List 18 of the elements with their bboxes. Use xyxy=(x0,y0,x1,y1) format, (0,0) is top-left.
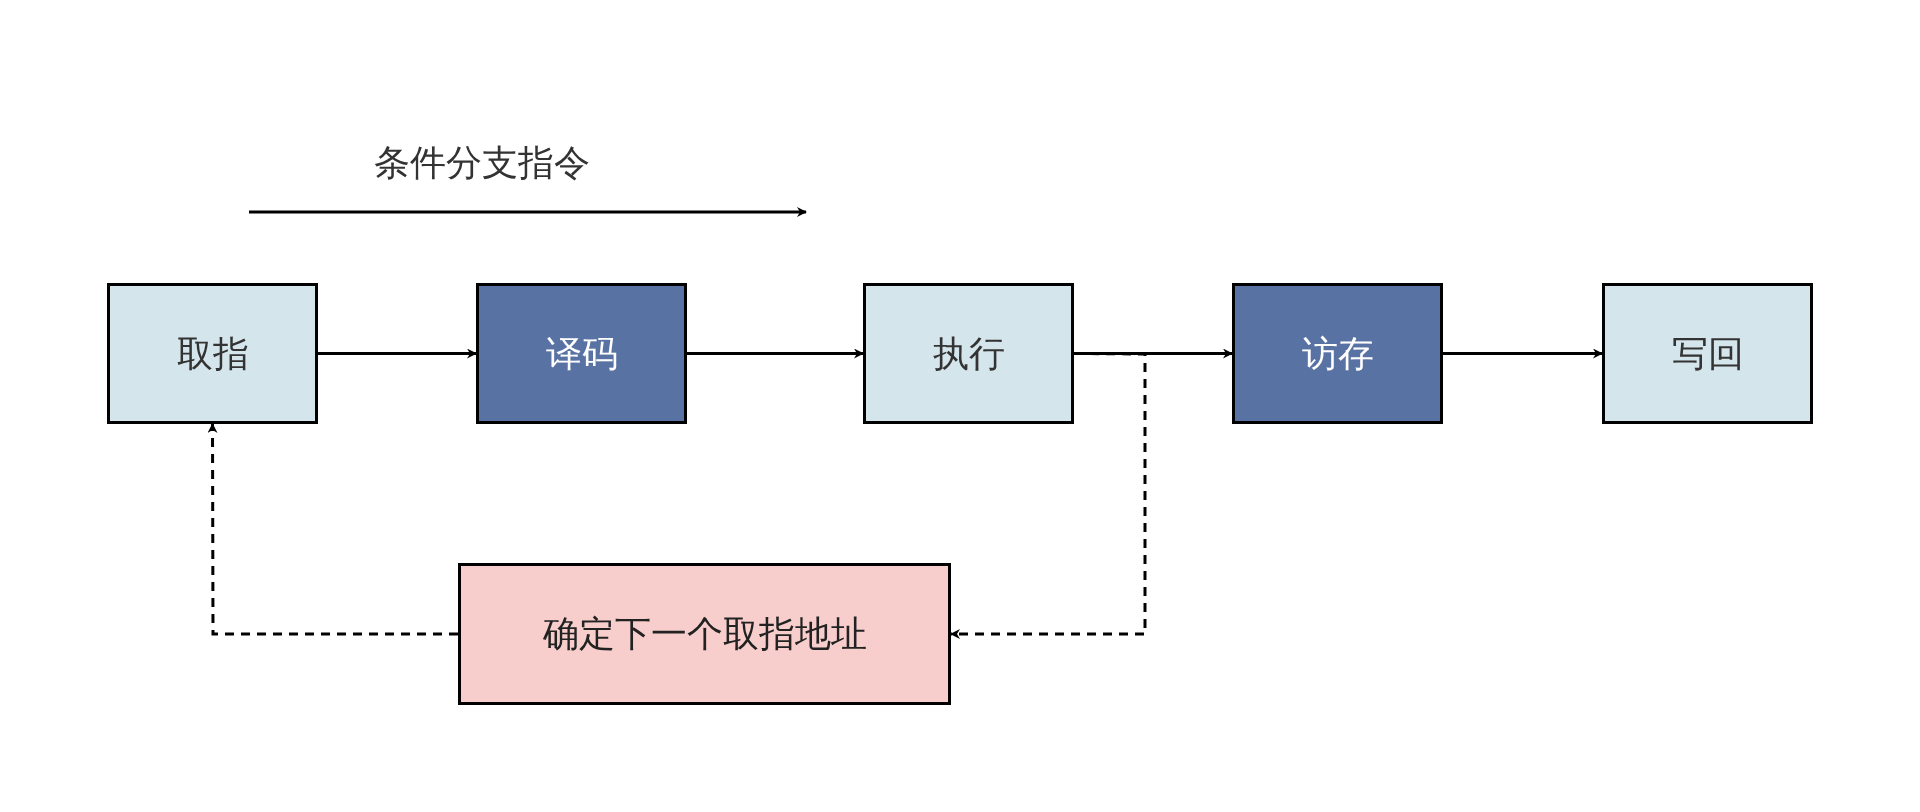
box-label: 取指 xyxy=(176,331,249,376)
process-box xyxy=(458,563,951,705)
title-label: 条件分支指令 xyxy=(374,141,590,185)
arrow xyxy=(950,352,1147,639)
process-box xyxy=(476,283,687,424)
process-box xyxy=(107,283,318,424)
arrow xyxy=(687,348,864,359)
box-label: 访存 xyxy=(1301,331,1374,376)
box-label: 确定下一个取指地址 xyxy=(542,612,867,656)
box-label: 写回 xyxy=(1671,331,1744,376)
process-box xyxy=(1232,283,1443,424)
process-box xyxy=(863,283,1074,424)
box-label: 译码 xyxy=(545,331,618,376)
process-box xyxy=(1602,283,1813,424)
box-label: 执行 xyxy=(932,331,1005,376)
arrow xyxy=(1443,348,1603,359)
arrow xyxy=(207,423,458,636)
arrow xyxy=(318,348,477,359)
